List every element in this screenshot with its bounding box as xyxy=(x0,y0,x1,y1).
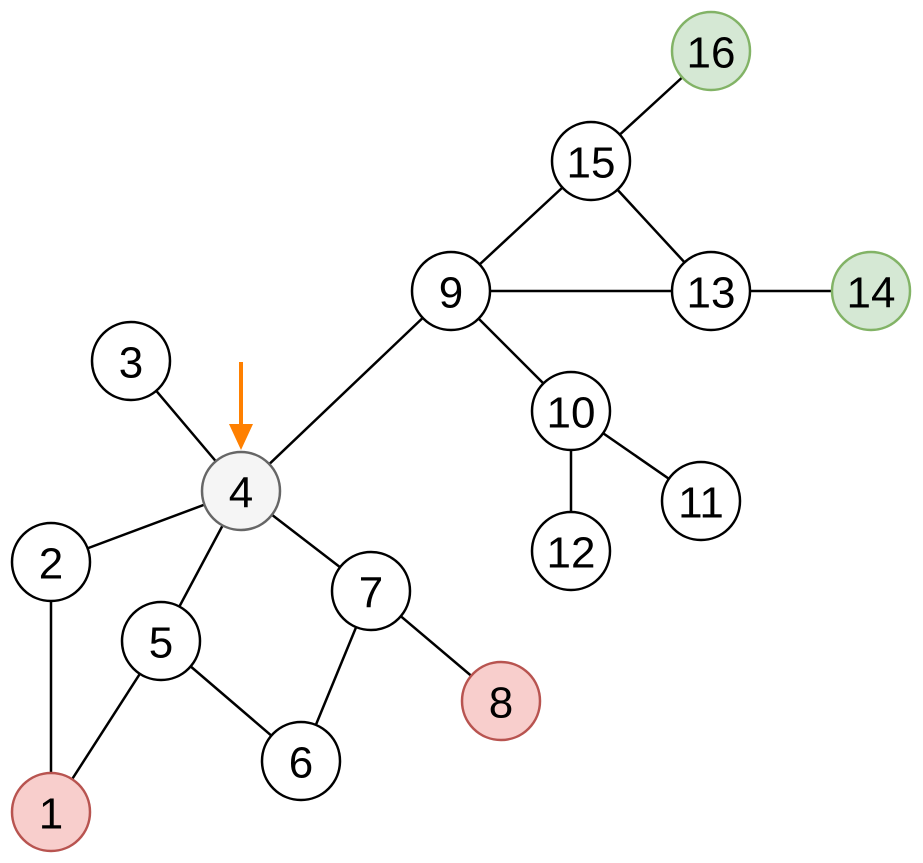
node-circle-9 xyxy=(410,250,492,332)
node-7[interactable]: 7 xyxy=(330,550,412,632)
node-label-4: 4 xyxy=(229,469,253,518)
node-8[interactable]: 8 xyxy=(460,660,542,742)
node-label-5: 5 xyxy=(149,619,173,668)
node-label-7: 7 xyxy=(359,569,383,618)
node-13[interactable]: 13 xyxy=(670,250,752,332)
node-circle-3 xyxy=(90,320,172,402)
node-label-9: 9 xyxy=(439,269,463,318)
node-3[interactable]: 3 xyxy=(90,320,172,402)
node-label-15: 15 xyxy=(567,139,616,188)
node-label-14: 14 xyxy=(847,269,896,318)
node-16[interactable]: 16 xyxy=(670,10,752,92)
pointer-arrow-icon xyxy=(229,362,253,450)
node-label-13: 13 xyxy=(687,269,736,318)
node-circle-6 xyxy=(260,720,342,802)
edge-4-9 xyxy=(240,290,452,492)
node-label-10: 10 xyxy=(547,389,596,438)
node-15[interactable]: 15 xyxy=(550,120,632,202)
node-label-2: 2 xyxy=(39,540,63,589)
node-label-6: 6 xyxy=(289,739,313,788)
node-circle-15 xyxy=(550,120,632,202)
node-circle-2 xyxy=(10,521,92,603)
node-2[interactable]: 2 xyxy=(10,521,92,603)
node-12[interactable]: 12 xyxy=(530,510,612,592)
node-circle-10 xyxy=(530,370,612,452)
node-circle-16 xyxy=(670,10,752,92)
node-circle-7 xyxy=(330,550,412,632)
node-circle-8 xyxy=(460,660,542,742)
node-label-3: 3 xyxy=(119,339,143,388)
node-circle-4 xyxy=(200,450,282,532)
node-6[interactable]: 6 xyxy=(260,720,342,802)
node-4[interactable]: 4 xyxy=(200,450,282,532)
node-9[interactable]: 9 xyxy=(410,250,492,332)
marker-layer xyxy=(229,362,253,450)
node-label-12: 12 xyxy=(547,529,596,578)
node-circle-14 xyxy=(830,250,912,332)
node-label-1: 1 xyxy=(39,790,63,839)
node-1[interactable]: 1 xyxy=(10,771,92,853)
node-circle-1 xyxy=(10,771,92,853)
node-circle-5 xyxy=(120,600,202,682)
node-11[interactable]: 11 xyxy=(660,460,742,542)
node-label-16: 16 xyxy=(687,29,736,78)
node-5[interactable]: 5 xyxy=(120,600,202,682)
node-circle-11 xyxy=(660,460,742,542)
node-14[interactable]: 14 xyxy=(830,250,912,332)
node-10[interactable]: 10 xyxy=(530,370,612,452)
node-circle-12 xyxy=(530,510,612,592)
node-label-8: 8 xyxy=(489,679,513,728)
node-circle-13 xyxy=(670,250,752,332)
node-label-11: 11 xyxy=(678,479,724,528)
